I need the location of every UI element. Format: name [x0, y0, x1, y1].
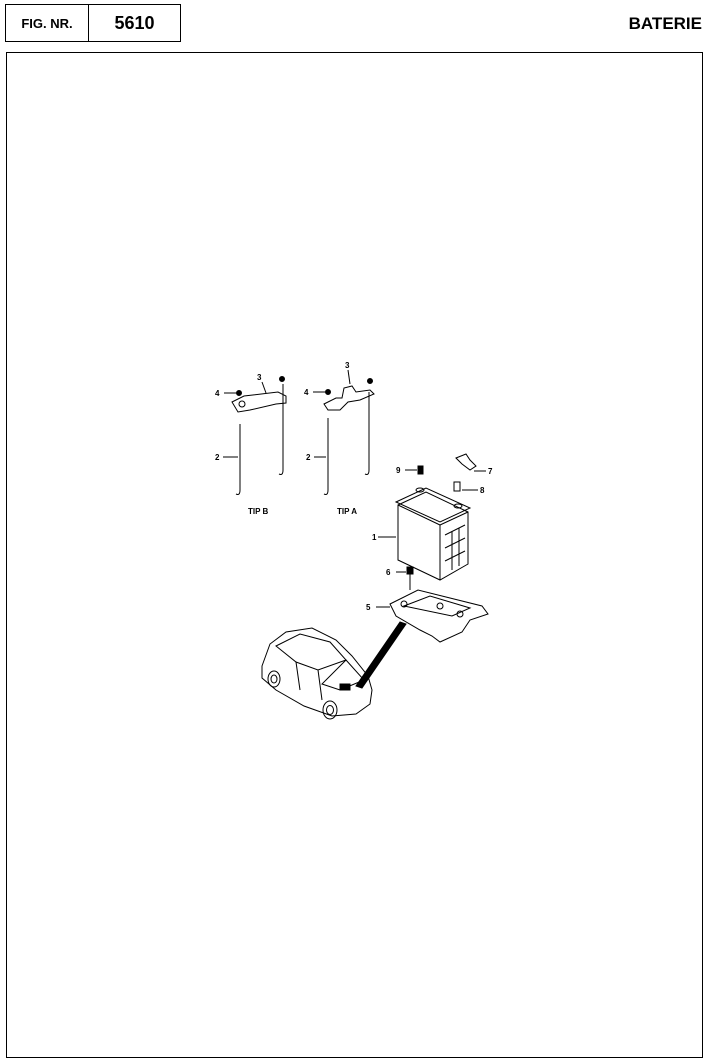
car-illustration — [261, 627, 373, 720]
tray-bolt — [396, 566, 414, 590]
figure-label: FIG. NR. — [6, 5, 89, 41]
callout-5: 5 — [366, 603, 371, 612]
callout-1: 1 — [372, 533, 377, 542]
diagram-frame — [6, 52, 703, 1058]
callout-8: 8 — [480, 486, 485, 495]
bracket-tip-a — [323, 385, 375, 411]
battery — [378, 487, 472, 581]
tip-a-label: TIP A — [337, 507, 357, 516]
tip-a-assembly — [313, 369, 375, 495]
rod-left-tip-b — [235, 424, 241, 495]
nut-tip-b-right — [279, 376, 285, 382]
rod-right-tip-a — [364, 392, 370, 475]
figure-number-box: FIG. NR. 5610 — [5, 4, 181, 42]
nut-tip-a — [325, 389, 331, 395]
nut-tip-b — [236, 390, 242, 396]
callout-3-tip-a: 3 — [345, 361, 350, 370]
callout-9: 9 — [396, 466, 401, 475]
terminal-cap — [417, 465, 424, 475]
terminal-nut — [453, 481, 461, 492]
bracket-hole-tip-b — [238, 400, 246, 408]
bracket-tip-b — [231, 391, 287, 413]
callout-2-tip-a: 2 — [306, 453, 311, 462]
callout-4-tip-a: 4 — [304, 388, 309, 397]
figure-number: 5610 — [114, 12, 155, 33]
callout-3-tip-b: 3 — [257, 373, 262, 382]
nut-tip-a-right — [367, 378, 373, 384]
rod-right-tip-b — [278, 384, 284, 475]
callout-4-tip-b: 4 — [215, 389, 220, 398]
tip-b-label: TIP B — [248, 507, 269, 516]
terminal-clamp — [455, 453, 477, 471]
callout-6: 6 — [386, 568, 391, 577]
callout-7: 7 — [488, 467, 493, 476]
section-title: BATERIE — [628, 14, 702, 33]
tip-b-assembly — [223, 376, 287, 495]
rod-left-tip-a — [323, 418, 329, 495]
callout-2-tip-b: 2 — [215, 453, 220, 462]
battery-tray — [355, 589, 489, 689]
